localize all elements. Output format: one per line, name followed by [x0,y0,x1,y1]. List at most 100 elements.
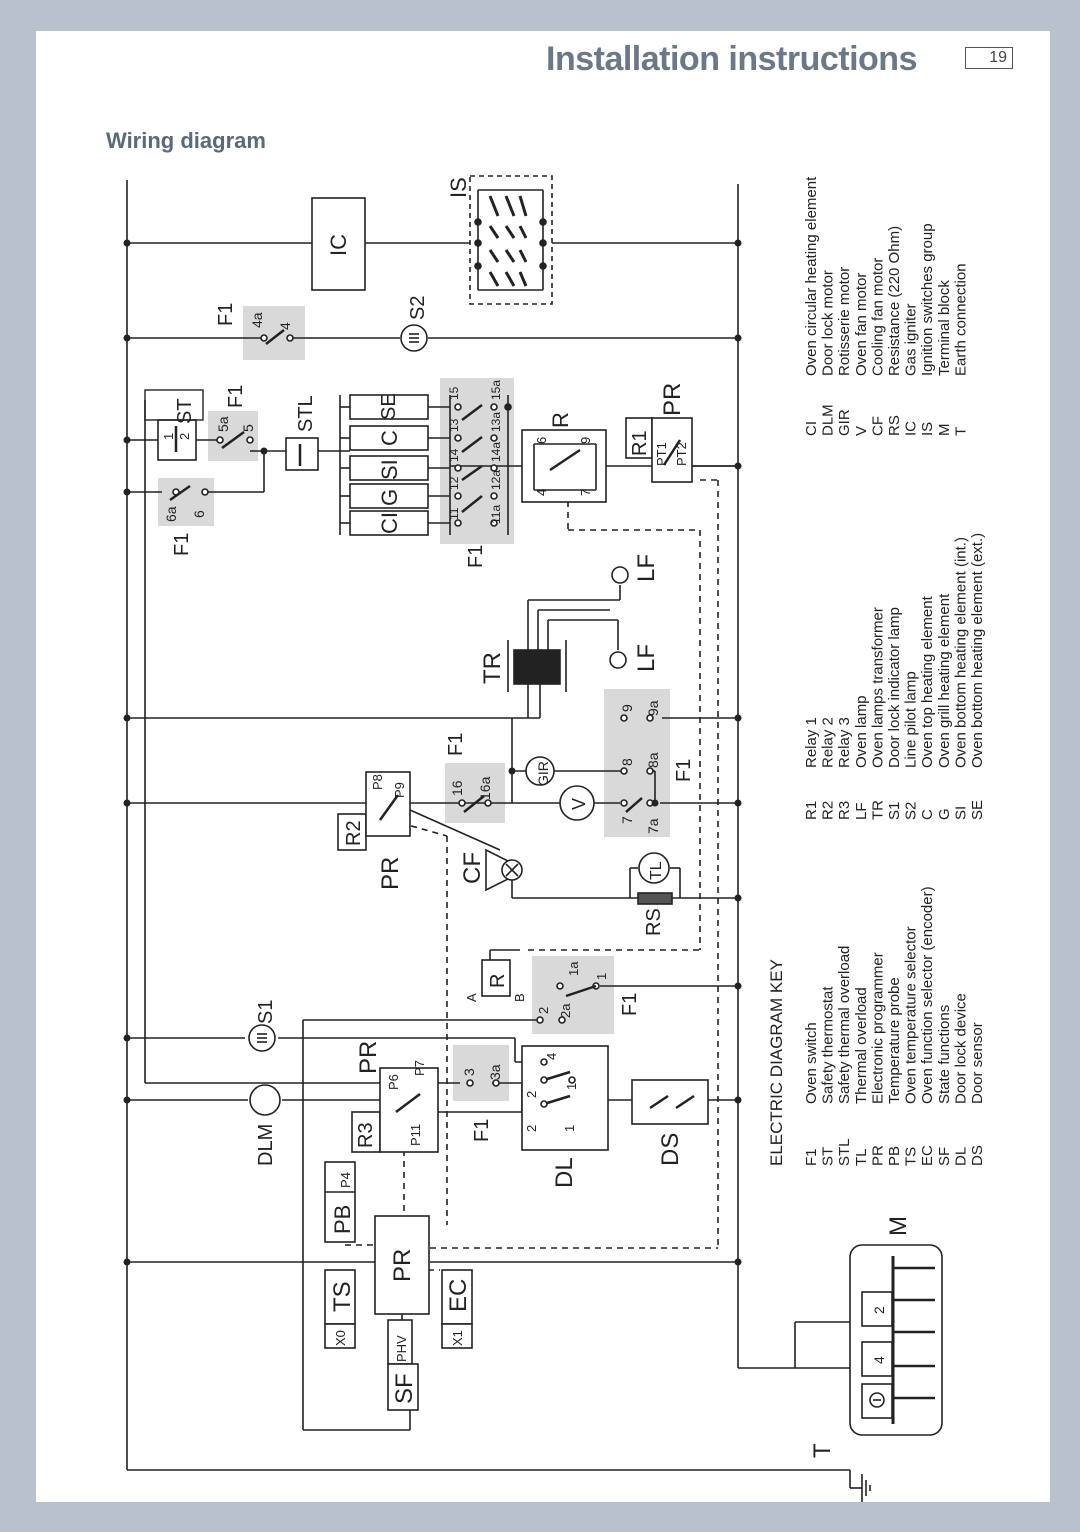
pr-label-3: PR [355,1041,382,1074]
section-title: Wiring diagram [106,128,266,153]
switch-f1-heating [449,395,512,535]
contact-6a: 6a [163,506,179,522]
switch-f1-1-2 [536,982,600,1024]
ds-label: DS [657,1133,684,1166]
relay-contact-4: 4 [534,489,549,496]
resistance-rs [637,892,673,905]
door-lock-motor [249,1084,281,1116]
state-functions [387,1363,419,1411]
key-label-cf: Cooling fan motor [869,258,886,376]
contact-4a: 4a [249,312,265,328]
contact-14: 14 [447,448,461,462]
f1-label-4: F1 [465,545,487,568]
switch-f1-3 [466,1079,500,1087]
key-label-m: Terminal block [936,280,953,376]
key-code-c: C [919,809,936,820]
key-label-tl: Thermal overload [853,987,870,1104]
key-label-lf: Oven lamp [853,695,870,768]
pr-label-1: PR [659,383,686,416]
terminal-4: 4 [871,1356,887,1364]
key-code-s2: S2 [903,802,920,820]
contact-5a: 5a [215,416,231,432]
relay-a-label: A [464,993,479,1002]
ts-label: TS [329,1281,356,1312]
key-code-tr: TR [869,800,886,820]
contact-2a: 2a [558,1003,573,1018]
is-label: IS [446,177,471,198]
key-label-st: Safety thermostat [820,986,837,1104]
key-label-sf: State functions [936,1005,953,1104]
key-label-f1: Oven switch [803,1022,820,1104]
pt1-label: PT1 [654,442,669,466]
contact-14a: 14a [489,442,503,462]
contact-15a: 15a [489,380,503,400]
phv-box [387,1319,413,1365]
dlm-label: DLM [255,1124,277,1166]
power-rails [126,180,850,1471]
rotisserie-motor [525,756,555,786]
key-label-dlm: Door lock motor [820,270,837,376]
stl-overload [285,437,319,471]
v-label: V [569,798,589,810]
lf-label-2: LF [633,644,660,672]
s2-label: S2 [407,296,429,320]
p8-label: P8 [370,774,385,790]
shaded-regions [158,306,670,1101]
electronic-programmer [374,1215,430,1315]
contact-13a: 13a [489,412,503,432]
temperature-selector [324,1269,356,1325]
contact-st-1: 1 [161,433,176,440]
key-code-gir: GIR [836,409,853,436]
contact-13: 13 [447,418,461,432]
contact-3a: 3a [487,1064,503,1080]
p6-label: P6 [386,1074,401,1090]
key-label-stl: Safety thermal overload [836,946,853,1104]
thermal-overload [638,852,670,884]
heating-elements [339,394,450,536]
dl-contact-4: 4 [544,1053,559,1060]
contact-9: 9 [619,704,635,712]
key-label-is: Ignition switches group [919,223,936,376]
key-code-dlm: DLM [820,404,837,436]
key-label-s1: Door lock indicator lamp [886,607,903,768]
terminal-x0 [324,1323,356,1349]
ic-label: IC [326,234,351,256]
contact-k2: 2 [536,1007,551,1014]
key-code-s1: S1 [886,802,903,820]
key-label-pr: Electronic programmer [869,952,886,1104]
terminal-x1 [441,1323,473,1349]
tr-label: TR [479,652,506,684]
key-code-is: IS [919,422,936,436]
pb-label: PB [330,1205,355,1234]
temperature-probe [324,1161,356,1243]
dl-contact-2b: 2 [524,1125,539,1132]
lamp-s1 [248,1024,276,1052]
r3-label: R3 [355,1122,377,1148]
key-code-cf: CF [869,416,886,436]
contact-12a: 12a [489,470,503,490]
key-code-ic: IC [903,421,920,436]
junction-dots [123,239,742,1266]
key-code-sf: SF [936,1147,953,1166]
contact-15: 15 [447,386,461,400]
sf-label: SF [391,1373,418,1404]
p4-label: P4 [338,1172,353,1188]
dl-contact-1a: 1 [564,1083,579,1090]
p11-label: P11 [408,1124,423,1146]
f1-label-5: F1 [673,759,695,782]
si-label: SI [377,459,402,480]
contact-3: 3 [461,1068,477,1076]
key-label-ds: Door sensor [969,1022,986,1104]
key-label-ic: Gas igniter [903,303,920,376]
key-code-v: V [853,426,870,436]
st-label: ST [174,398,196,424]
contact-11a: 11a [489,505,503,524]
lamps-transformer [507,566,629,718]
contact-4: 4 [277,322,293,330]
relay-r-label: R [548,412,573,428]
key-code-r3: R3 [836,801,853,820]
key-code-r1: R1 [803,801,820,820]
f1-label-2: F1 [225,385,247,408]
contact-k1: 1 [594,973,609,980]
